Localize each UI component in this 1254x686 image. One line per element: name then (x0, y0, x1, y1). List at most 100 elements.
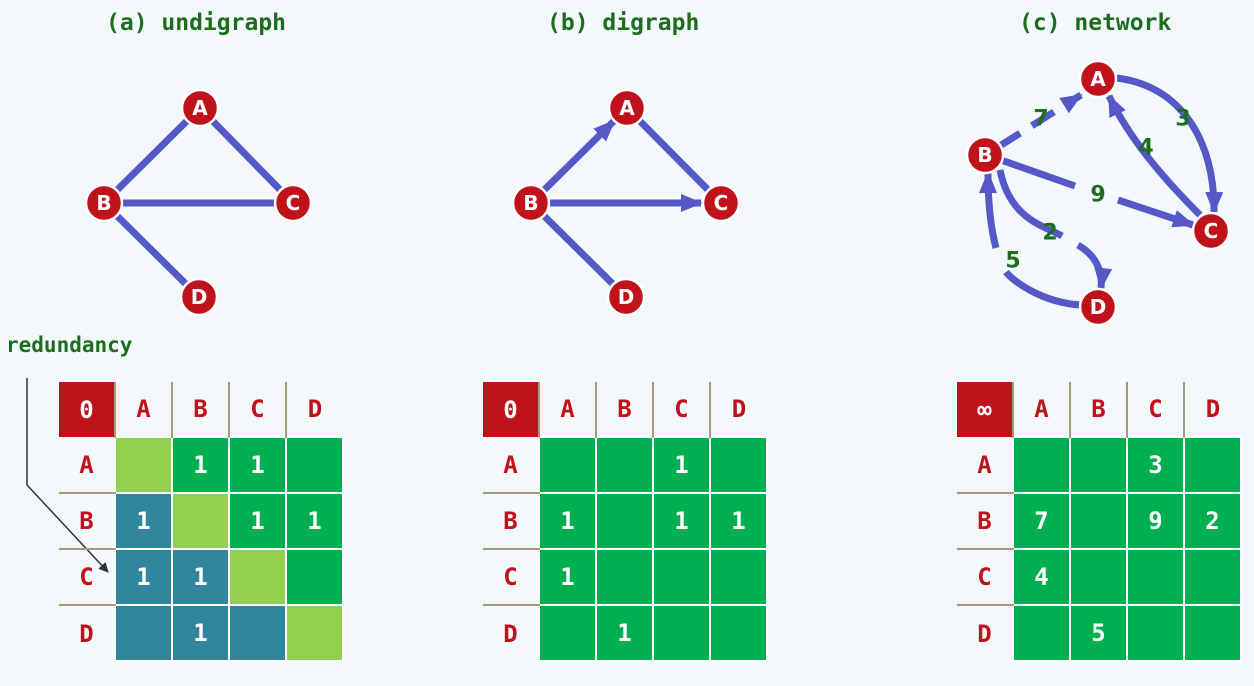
matrix-cell: 1 (171, 548, 230, 606)
matrix-cell: 1 (652, 436, 711, 494)
column-header: D (709, 382, 767, 437)
title-digraph: (b) digraph (547, 10, 700, 36)
weight-label: 9 (1090, 183, 1105, 208)
svg-text:B: B (523, 191, 538, 215)
matrix-cell: 1 (114, 492, 173, 550)
matrix-cell (1012, 604, 1071, 662)
row-header: D (503, 619, 518, 648)
row-header: C (59, 549, 115, 606)
matrix-cell: 1 (595, 604, 654, 662)
column-header: B (1069, 382, 1127, 437)
matrix-cell: 4 (1012, 548, 1071, 606)
row-header: A (59, 437, 115, 494)
node-c: C (701, 183, 741, 223)
weight-label: 4 (1138, 136, 1153, 161)
matrix-digraph: 0 A B C D A 1 B 1 1 1 C 1 D 1 (483, 382, 768, 662)
matrix-cell: 7 (1012, 492, 1071, 550)
svg-text:B: B (977, 143, 992, 167)
svg-text:A: A (1090, 67, 1106, 91)
svg-text:D: D (1090, 295, 1107, 319)
column-header: A (114, 382, 172, 437)
edge-b-d (528, 200, 629, 300)
column-header: C (1126, 382, 1184, 437)
matrix-cell (709, 548, 768, 606)
svg-text:C: C (1204, 219, 1219, 243)
matrix-cell (1183, 436, 1242, 494)
matrix-cell: 1 (709, 492, 768, 550)
matrix-cell: 9 (1126, 492, 1185, 550)
matrix-cell (1126, 548, 1185, 606)
node-c: C (1191, 211, 1231, 251)
matrix-cell (1183, 604, 1242, 662)
row-header: B (483, 493, 539, 550)
node-d: D (606, 277, 646, 317)
svg-text:C: C (714, 191, 729, 215)
matrix-cell: 1 (114, 548, 173, 606)
title-network: (c) network (1019, 10, 1172, 36)
matrix-cell: 1 (538, 548, 597, 606)
matrix-network: ∞ A B C D A 3 B 7 9 2 C 4 D 5 (957, 382, 1242, 662)
edge-b-to-a (996, 92, 1083, 150)
edge-a-c (197, 105, 296, 206)
matrix-cell (1126, 604, 1185, 662)
undigraph: A B C D (84, 88, 313, 317)
matrix-undigraph: 0 A B C D A 1 1 B 1 1 1 C 1 1 D 1 (59, 382, 344, 662)
svg-text:D: D (618, 285, 635, 309)
matrix-corner: ∞ (957, 382, 1013, 437)
svg-text:A: A (619, 96, 635, 120)
column-header: A (1012, 382, 1070, 437)
edge-a-c (624, 105, 724, 206)
weight-label: 3 (1175, 107, 1190, 132)
matrix-cell (538, 436, 597, 494)
node-b: B (511, 183, 551, 223)
column-header: D (285, 382, 343, 437)
node-b: B (84, 183, 124, 223)
node-b: B (965, 135, 1005, 175)
row-header: B (59, 493, 115, 550)
edge-c-to-a (1105, 94, 1203, 218)
svg-text:D: D (191, 285, 208, 309)
edge-b-to-c (999, 156, 1193, 225)
matrix-cell (228, 548, 287, 606)
matrix-cell: 1 (285, 492, 344, 550)
column-header: B (171, 382, 229, 437)
edge-d-to-b (988, 173, 1081, 309)
row-header: B (957, 493, 1013, 550)
matrix-cell (1069, 548, 1128, 606)
digraph: A B C D (511, 88, 741, 317)
matrix-cell: 1 (228, 436, 287, 494)
row-header: D (79, 619, 94, 648)
matrix-cell (595, 548, 654, 606)
matrix-cell (285, 604, 344, 662)
column-header: B (595, 382, 653, 437)
column-header: A (538, 382, 596, 437)
matrix-cell (595, 436, 654, 494)
svg-text:A: A (192, 96, 208, 120)
row-header: A (483, 437, 539, 494)
edge-b-d (101, 200, 202, 300)
node-a: A (180, 88, 220, 128)
redundancy-label: redundancy (6, 333, 133, 357)
matrix-cell (285, 436, 344, 494)
matrix-cell: 5 (1069, 604, 1128, 662)
matrix-cell: 1 (228, 492, 287, 550)
matrix-cell (1012, 436, 1071, 494)
row-header: C (957, 549, 1013, 606)
matrix-cell (595, 492, 654, 550)
edge-b-to-a (528, 118, 617, 206)
row-header: A (957, 437, 1013, 494)
weight-label: 2 (1042, 221, 1057, 246)
matrix-cell (114, 604, 173, 662)
matrix-cell (285, 548, 344, 606)
matrix-cell: 1 (652, 492, 711, 550)
matrix-cell: 1 (538, 492, 597, 550)
edge-a-to-c (1115, 74, 1224, 214)
matrix-corner: 0 (59, 382, 115, 437)
weight-label: 7 (1033, 107, 1048, 132)
title-undigraph: (a) undigraph (106, 10, 287, 36)
row-header: D (977, 619, 992, 648)
node-d: D (1078, 287, 1118, 327)
matrix-cell (652, 548, 711, 606)
matrix-cell (538, 604, 597, 662)
svg-text:C: C (286, 191, 301, 215)
